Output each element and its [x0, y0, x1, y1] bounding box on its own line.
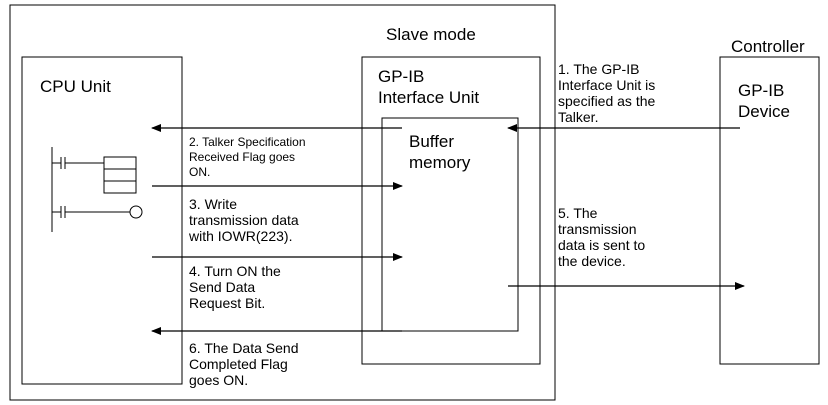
controller-label: Controller	[731, 37, 805, 56]
gpib-interface-unit-title: GP-IB Interface Unit	[378, 67, 480, 107]
step6-text: 6. The Data Send Completed Flag goes ON.	[189, 340, 299, 388]
ladder-diagram	[51, 147, 143, 232]
step1-text: 1. The GP-IB Interface Unit is specified…	[558, 61, 656, 125]
output-coil	[129, 205, 143, 219]
step3-text: 3. Write transmission data with IOWR(223…	[189, 196, 299, 244]
outer-frame	[9, 4, 556, 401]
step5-text: 5. The transmission data is sent to the …	[558, 205, 646, 269]
ladder-rung-1	[52, 156, 137, 194]
cpu-unit-title: CPU Unit	[40, 77, 111, 96]
step4-text: 4. Turn ON the Send Data Request Bit.	[189, 263, 281, 311]
instruction-block	[103, 156, 137, 194]
cpu-unit-box	[21, 56, 183, 385]
slave-mode-label: Slave mode	[386, 25, 476, 44]
gpib-device-box	[719, 56, 820, 365]
gpib-interface-unit-box	[361, 56, 541, 365]
step2-text: 2. Talker Specification Received Flag go…	[189, 135, 306, 179]
ladder-rung-2	[52, 205, 143, 219]
buffer-memory-title: Buffer memory	[409, 132, 471, 172]
gpib-device-title: GP-IB Device	[738, 81, 790, 121]
buffer-memory-box	[381, 117, 519, 332]
